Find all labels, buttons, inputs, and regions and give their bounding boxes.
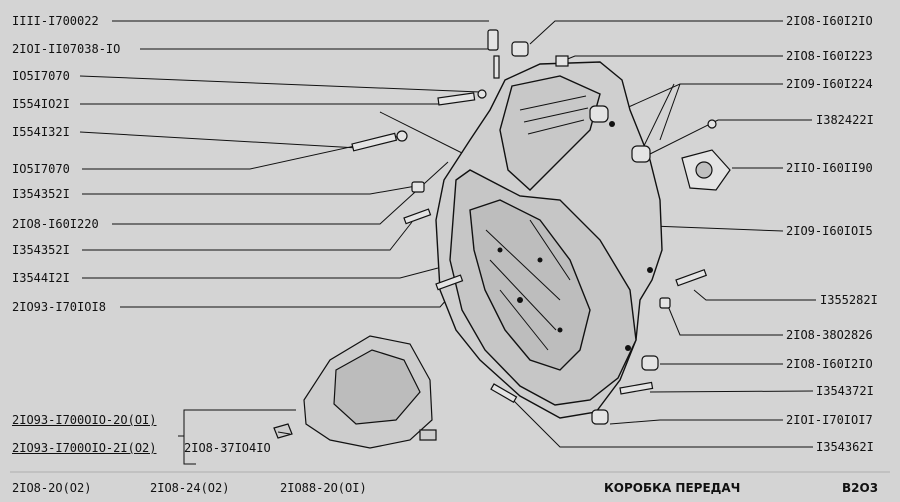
bolt	[437, 92, 476, 106]
bushing	[511, 41, 529, 57]
part-label: 2IO93-I70IOI8	[12, 300, 106, 314]
sensor-label: 2IO8-37IO4IO	[184, 441, 271, 455]
leader-line	[529, 20, 783, 45]
part-label: I554I32I	[12, 125, 70, 139]
clutch-housing	[435, 61, 663, 419]
page-title: КОРОБКА ПЕРЕДАЧ	[604, 481, 741, 495]
screw	[707, 119, 717, 129]
part-label: 2IO8-38O2826	[786, 328, 873, 342]
leader-line	[79, 131, 359, 149]
stud	[435, 274, 464, 291]
left-leader-lines	[79, 20, 492, 308]
part-label: 2IO9-I60IOI5	[786, 224, 873, 238]
model-label: 2IO8-24(O2)	[150, 481, 230, 495]
part-label: 2IO8-I60I2IO	[786, 14, 873, 28]
model-label: 2IO88-2O(OI)	[280, 481, 367, 495]
part-label: 2IOI-I70IOI7	[786, 413, 873, 427]
part-label: I354352I	[12, 187, 70, 201]
cover-hole	[695, 161, 713, 179]
stud	[619, 381, 654, 395]
plug	[631, 145, 651, 163]
leader-line	[120, 297, 449, 308]
sensor-plug	[659, 297, 671, 309]
stud	[675, 268, 708, 287]
leader-line	[112, 161, 449, 225]
part-label: IO5I7070	[12, 69, 70, 83]
leader-line	[82, 185, 417, 195]
part-label: 2IO9-I60I224	[786, 77, 873, 91]
page-code: B2O3	[842, 481, 879, 495]
leader-line	[504, 391, 813, 448]
sensor	[273, 423, 293, 439]
leader-line	[641, 83, 675, 151]
assembly-label: 2IO93-I700OIO-2O(OI)	[12, 413, 157, 427]
leader-line	[564, 55, 783, 61]
plug	[589, 105, 609, 123]
part-label: I382422I	[816, 113, 874, 127]
bolt	[351, 132, 398, 152]
gearbox-detail	[333, 349, 421, 425]
part-label: 2IO8-I60I220	[12, 217, 99, 231]
washer	[396, 130, 408, 142]
leader-line	[82, 221, 413, 251]
part-label: 2IO8-I60I223	[786, 49, 873, 63]
leader-line	[649, 390, 814, 393]
stud	[490, 383, 518, 404]
part-label: I3544I2I	[12, 271, 70, 285]
washer	[477, 89, 487, 99]
part-label: IIII-I700022	[12, 14, 99, 28]
leader-line	[609, 419, 783, 425]
bushing	[591, 409, 609, 425]
leader-line	[649, 119, 812, 155]
part-label: 2IOI-II07038-IO	[12, 42, 121, 56]
plug	[487, 29, 499, 51]
output-stub	[419, 429, 437, 441]
model-label: 2IO8-2O(O2)	[12, 481, 92, 495]
housing-top-boss	[499, 75, 601, 191]
hardware-parts	[351, 29, 731, 425]
leader-line	[82, 267, 439, 279]
bushing	[641, 355, 659, 371]
leader-line	[379, 111, 477, 161]
part-label: I355282I	[820, 293, 878, 307]
leader-line	[651, 225, 784, 232]
part-label: I354352I	[12, 243, 70, 257]
part-label: I354372I	[816, 384, 874, 398]
leader-line	[659, 83, 681, 141]
assembly-bracket	[178, 409, 296, 465]
part-label: I354362I	[816, 440, 874, 454]
stud	[493, 55, 500, 79]
part-label: 2IIO-I60II90	[786, 161, 873, 175]
part-label: IO5I7070	[12, 162, 70, 176]
leader-line	[79, 75, 481, 93]
assembly-label: 2IO93-I700OIO-2I(O2)	[12, 441, 157, 455]
part-label: 2IO8-I60I2IO	[786, 357, 873, 371]
gearbox-assembly-thumbnail	[273, 335, 437, 449]
leader-line	[693, 289, 816, 301]
leader-line	[667, 305, 783, 336]
stopper	[555, 55, 569, 67]
leader-line	[82, 135, 401, 170]
stud	[403, 208, 432, 225]
part-label: I554IO2I	[12, 97, 70, 111]
dowel	[411, 181, 425, 193]
